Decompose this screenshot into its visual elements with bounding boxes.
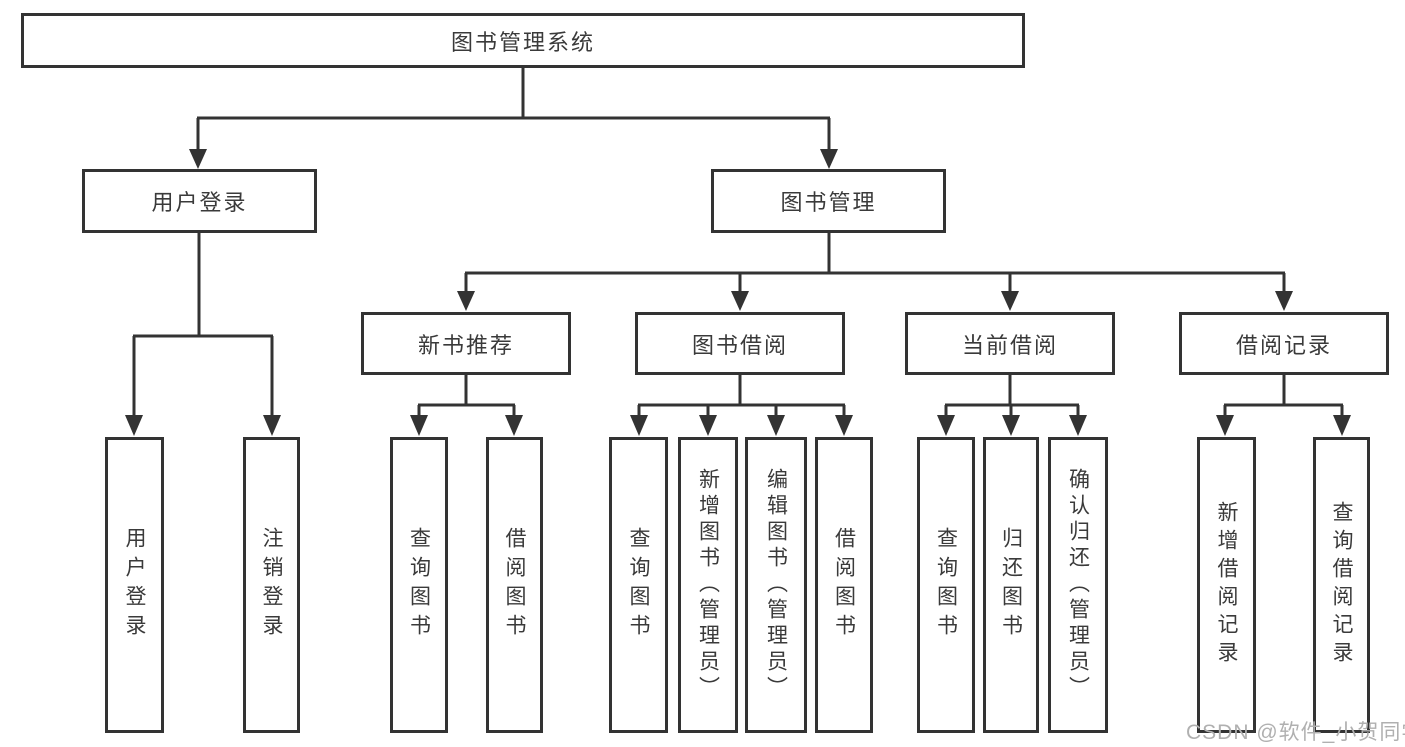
connector-root: [196, 68, 831, 150]
leaf-confirm-return-admin: 确认归还（管理员）: [1048, 437, 1108, 733]
node-label: 图书借阅: [691, 332, 788, 358]
node-label: 用户登录: [123, 527, 146, 643]
node-current-borrow: 当前借阅: [905, 312, 1115, 375]
leaf-borrow-books-recommend: 借阅图书: [486, 437, 543, 733]
node-label: 查询图书: [627, 527, 650, 643]
connector-current-borrow: [944, 375, 1080, 416]
node-label: 当前借阅: [961, 332, 1058, 358]
node-label: 确认归还（管理员）: [1066, 468, 1090, 702]
node-root: 图书管理系统: [21, 13, 1025, 68]
connector-new-book: [417, 375, 516, 416]
leaf-query-books-recommend: 查询图书: [390, 437, 448, 733]
leaf-user-login: 用户登录: [105, 437, 164, 733]
node-book-borrow: 图书借阅: [635, 312, 845, 375]
leaf-borrow-books: 借阅图书: [815, 437, 873, 733]
node-label: 新书推荐: [417, 332, 514, 358]
node-label: 查询图书: [407, 527, 431, 643]
connector-borrow-records: [1223, 375, 1344, 416]
node-label: 借阅记录: [1235, 332, 1332, 358]
node-label: 用户登录: [151, 190, 248, 215]
node-label: 借阅图书: [503, 527, 526, 643]
node-borrow-records: 借阅记录: [1179, 312, 1389, 375]
arrowheads: [125, 149, 1351, 436]
node-book-management: 图书管理: [711, 169, 946, 233]
node-label: 图书管理系统: [450, 29, 595, 55]
leaf-logout: 注销登录: [243, 437, 300, 733]
leaf-query-borrow-record: 查询借阅记录: [1313, 437, 1370, 733]
node-label: 新增图书（管理员）: [696, 468, 720, 702]
node-new-book-recommend: 新书推荐: [361, 312, 571, 375]
leaf-query-books-current: 查询图书: [917, 437, 975, 733]
node-label: 查询图书: [934, 527, 958, 643]
node-label: 查询借阅记录: [1330, 501, 1353, 669]
connector-book-management: [464, 233, 1286, 292]
node-label: 归还图书: [999, 527, 1023, 643]
leaf-edit-books-admin: 编辑图书（管理员）: [745, 437, 807, 733]
leaf-add-borrow-record: 新增借阅记录: [1197, 437, 1256, 733]
watermark: CSDN @软件_小贺同学: [1186, 721, 1405, 744]
node-label: 编辑图书（管理员）: [764, 468, 788, 702]
connector-book-borrow: [637, 375, 846, 416]
node-label: 注销登录: [260, 527, 283, 643]
leaf-return-books: 归还图书: [983, 437, 1039, 733]
leaf-query-books-borrow: 查询图书: [609, 437, 668, 733]
node-label: 借阅图书: [832, 527, 856, 643]
node-user-login: 用户登录: [82, 169, 317, 233]
node-label: 图书管理: [780, 190, 877, 215]
connector-user-login: [132, 233, 274, 416]
leaf-add-books-admin: 新增图书（管理员）: [678, 437, 738, 733]
node-label: 新增借阅记录: [1215, 501, 1238, 669]
